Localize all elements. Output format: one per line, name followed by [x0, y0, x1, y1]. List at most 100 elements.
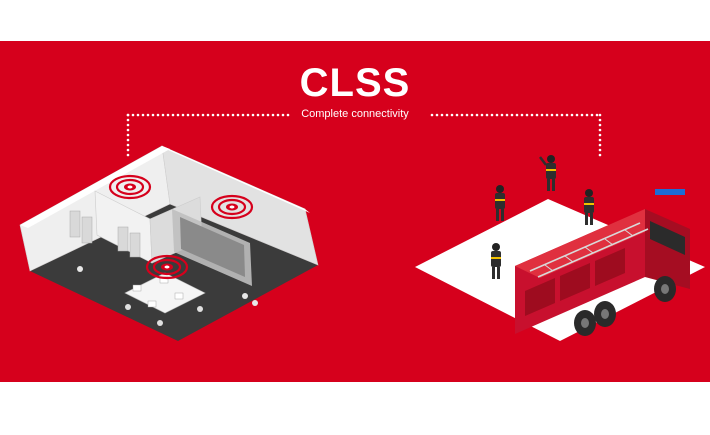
connection-dot — [445, 113, 449, 117]
connection-dot — [156, 113, 160, 117]
office-chairs — [77, 266, 258, 306]
connection-dot — [211, 113, 215, 117]
connection-dot — [435, 113, 439, 117]
connection-dot — [520, 113, 524, 117]
connection-dot — [166, 113, 170, 117]
connection-dot — [530, 113, 534, 117]
connection-dot — [450, 113, 454, 117]
firefighter-figure — [584, 189, 594, 225]
connection-dot — [460, 113, 464, 117]
connection-dot — [196, 113, 200, 117]
connection-dot — [598, 148, 602, 152]
fire-truck — [515, 189, 690, 336]
connection-dot — [126, 143, 130, 147]
connection-dot — [176, 113, 180, 117]
connection-dot — [560, 113, 564, 117]
hero-banner: CLSS Complete connectivity — [0, 41, 710, 382]
connection-dot — [575, 113, 579, 117]
connection-dot — [598, 143, 602, 147]
connection-dot — [590, 113, 594, 117]
connection-dot — [186, 113, 190, 117]
connection-dot — [126, 128, 130, 132]
connection-dot — [545, 113, 549, 117]
connection-dot — [510, 113, 514, 117]
connection-dot — [580, 113, 584, 117]
connection-dot — [126, 113, 130, 117]
connection-dot — [550, 113, 554, 117]
connection-dot — [266, 113, 270, 117]
connection-dot — [126, 133, 130, 137]
connection-dot — [535, 113, 539, 117]
connection-dot — [500, 113, 504, 117]
office-building-illustration — [19, 145, 319, 341]
connection-dot — [598, 138, 602, 142]
connection-dot — [146, 113, 150, 117]
office-back-wall-right — [161, 145, 319, 266]
connection-dot — [226, 113, 230, 117]
connection-dot — [485, 113, 489, 117]
connection-dot — [595, 113, 599, 117]
connection-dot — [171, 113, 175, 117]
connection-dot — [141, 113, 145, 117]
connection-dot — [465, 113, 469, 117]
connection-dot — [470, 113, 474, 117]
connection-dot — [136, 113, 140, 117]
connection-dot — [256, 113, 260, 117]
connection-dot — [181, 113, 185, 117]
connection-dot — [585, 113, 589, 117]
connection-dot — [261, 113, 265, 117]
connection-dot — [191, 113, 195, 117]
connection-dot — [276, 113, 280, 117]
connection-dot — [598, 123, 602, 127]
connection-dot — [440, 113, 444, 117]
connection-dot — [126, 123, 130, 127]
connection-dot — [206, 113, 210, 117]
page-title: CLSS — [299, 61, 411, 105]
fire-truck-illustration — [415, 155, 705, 341]
connection-dot — [490, 113, 494, 117]
connection-dot — [286, 113, 290, 117]
connection-dot — [480, 113, 484, 117]
connection-dot — [598, 118, 602, 122]
firefighter-figure — [495, 185, 505, 221]
connection-dot — [515, 113, 519, 117]
connection-dot — [201, 113, 205, 117]
connection-dot — [251, 113, 255, 117]
connection-dot — [131, 113, 135, 117]
connection-dot — [241, 113, 245, 117]
connection-dot — [221, 113, 225, 117]
connection-dot — [525, 113, 529, 117]
connection-dot — [598, 113, 602, 117]
connection-dot — [430, 113, 434, 117]
connection-dot — [495, 113, 499, 117]
wireless-signal-icon — [145, 254, 189, 280]
connection-dot — [598, 128, 602, 132]
page-subtitle: Complete connectivity — [301, 108, 409, 120]
illustration-canvas — [19, 113, 705, 341]
connection-dot — [126, 118, 130, 122]
connection-dot — [598, 153, 602, 157]
wireless-signal-icon — [210, 194, 254, 220]
connection-dot — [455, 113, 459, 117]
connection-dot — [570, 113, 574, 117]
connection-dot — [505, 113, 509, 117]
connection-dot — [281, 113, 285, 117]
connection-dot — [231, 113, 235, 117]
firefighter-figure — [491, 243, 501, 279]
connection-dot — [540, 113, 544, 117]
wireless-signal-icon — [108, 174, 152, 200]
connection-dot — [565, 113, 569, 117]
connection-dot — [236, 113, 240, 117]
connection-dot — [126, 148, 130, 152]
connection-dot — [126, 153, 130, 157]
connection-dot — [475, 113, 479, 117]
connection-line — [126, 113, 602, 157]
connection-dot — [246, 113, 250, 117]
firefighter-figure — [539, 155, 556, 191]
connection-dot — [271, 113, 275, 117]
connection-dot — [555, 113, 559, 117]
connection-dot — [126, 138, 130, 142]
connection-dot — [598, 133, 602, 137]
server-racks — [69, 210, 141, 258]
connection-dot — [161, 113, 165, 117]
